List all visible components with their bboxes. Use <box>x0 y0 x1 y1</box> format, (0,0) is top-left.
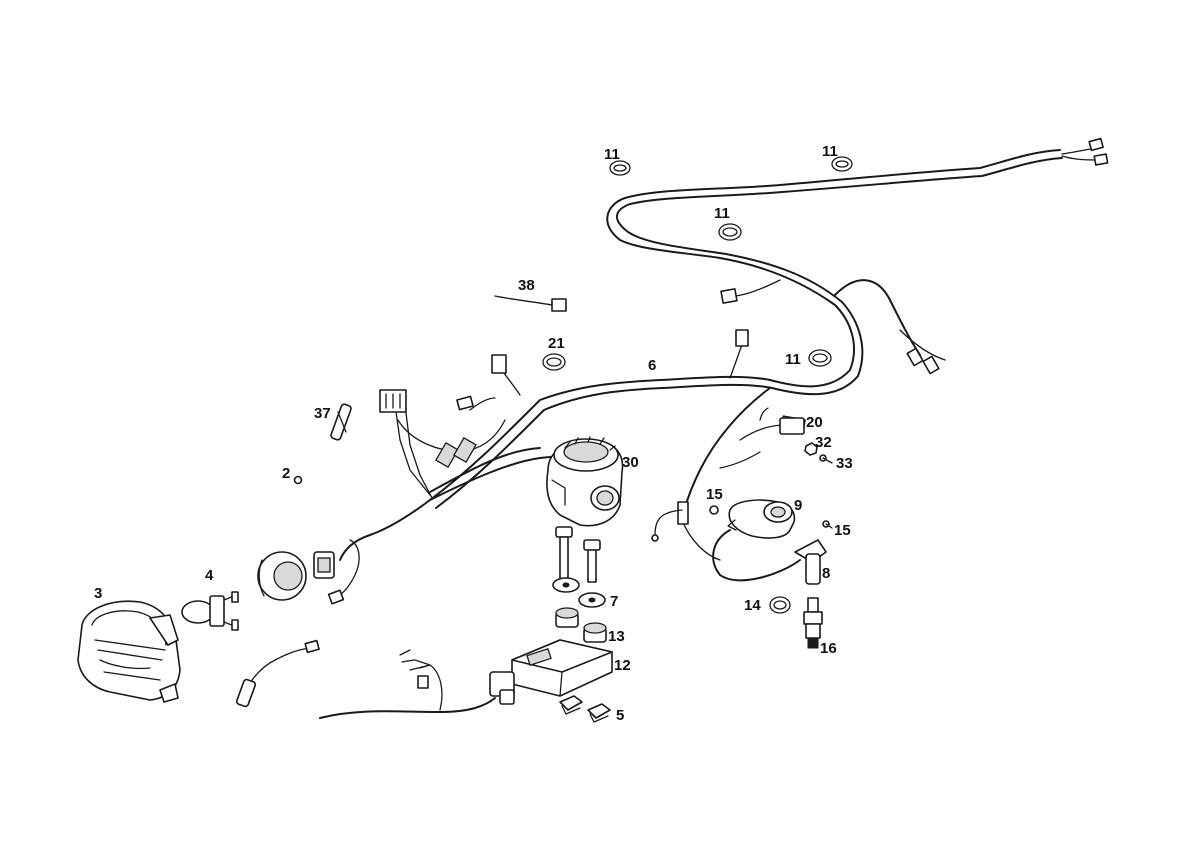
callout-12: 12 <box>614 657 631 674</box>
nut-32 <box>804 442 818 456</box>
relay-20 <box>779 417 805 435</box>
screw-15-right <box>822 520 833 529</box>
cable-tie-11-top-right <box>831 156 853 172</box>
screw-2 <box>293 475 303 485</box>
callout-3: 3 <box>94 585 102 602</box>
cable-tie-11-top-left <box>609 160 631 176</box>
callout-15: 15 <box>834 522 851 539</box>
ignition-switch-30 <box>546 436 624 527</box>
rubber-13-left <box>555 607 579 628</box>
ignition-coil-9 <box>712 499 801 582</box>
callout-7: 7 <box>610 593 618 610</box>
headlight-bulb-4 <box>181 591 239 631</box>
callout-11: 11 <box>822 143 838 160</box>
cdi-harness <box>319 649 496 719</box>
washer-7-left <box>552 577 580 593</box>
callout-11: 11 <box>604 146 620 163</box>
callout-4: 4 <box>205 567 214 584</box>
screw-15-left <box>709 505 719 515</box>
headlight-3 <box>77 600 181 703</box>
bolt-right <box>583 539 601 583</box>
callout-33: 33 <box>836 455 853 472</box>
callout-21: 21 <box>548 335 565 352</box>
callout-16: 16 <box>820 640 837 657</box>
callout-11: 11 <box>714 205 730 222</box>
rubber-13-right <box>583 622 607 643</box>
clip-5-left <box>559 695 583 715</box>
callout-20: 20 <box>806 414 823 431</box>
wire-lead-38 <box>494 295 567 312</box>
callout-labels: 11 11 11 11 38 21 6 37 2 30 20 32 33 15 … <box>94 143 853 724</box>
sensor-lead <box>235 639 320 708</box>
washer-7-right <box>578 592 606 608</box>
fuse-37 <box>330 403 352 441</box>
cdi-unit-12 <box>489 639 613 705</box>
callout-13: 13 <box>608 628 625 645</box>
spark-plug-cap-8 <box>794 539 827 585</box>
cable-tie-21 <box>542 353 566 371</box>
callout-5: 5 <box>616 707 624 724</box>
callout-9: 9 <box>794 497 802 514</box>
bulb-socket <box>313 551 335 579</box>
callout-30: 30 <box>622 454 639 471</box>
bulb-holder-ring <box>257 551 307 601</box>
cable-tie-11-right <box>808 349 832 367</box>
callout-32: 32 <box>815 434 832 451</box>
cable-tie-11-middle <box>718 223 742 241</box>
callout-38: 38 <box>518 277 535 294</box>
screw-33 <box>819 454 833 464</box>
clip-5-right <box>587 703 611 723</box>
callout-2: 2 <box>282 465 290 482</box>
callout-15: 15 <box>706 486 723 503</box>
spark-plug-16 <box>803 597 823 649</box>
callout-11: 11 <box>785 351 801 368</box>
callout-14: 14 <box>744 597 761 614</box>
callout-6: 6 <box>648 357 656 374</box>
bolt-left <box>555 526 573 582</box>
cable-tie-14 <box>769 596 791 614</box>
callout-8: 8 <box>822 565 830 582</box>
callout-37: 37 <box>314 405 331 422</box>
